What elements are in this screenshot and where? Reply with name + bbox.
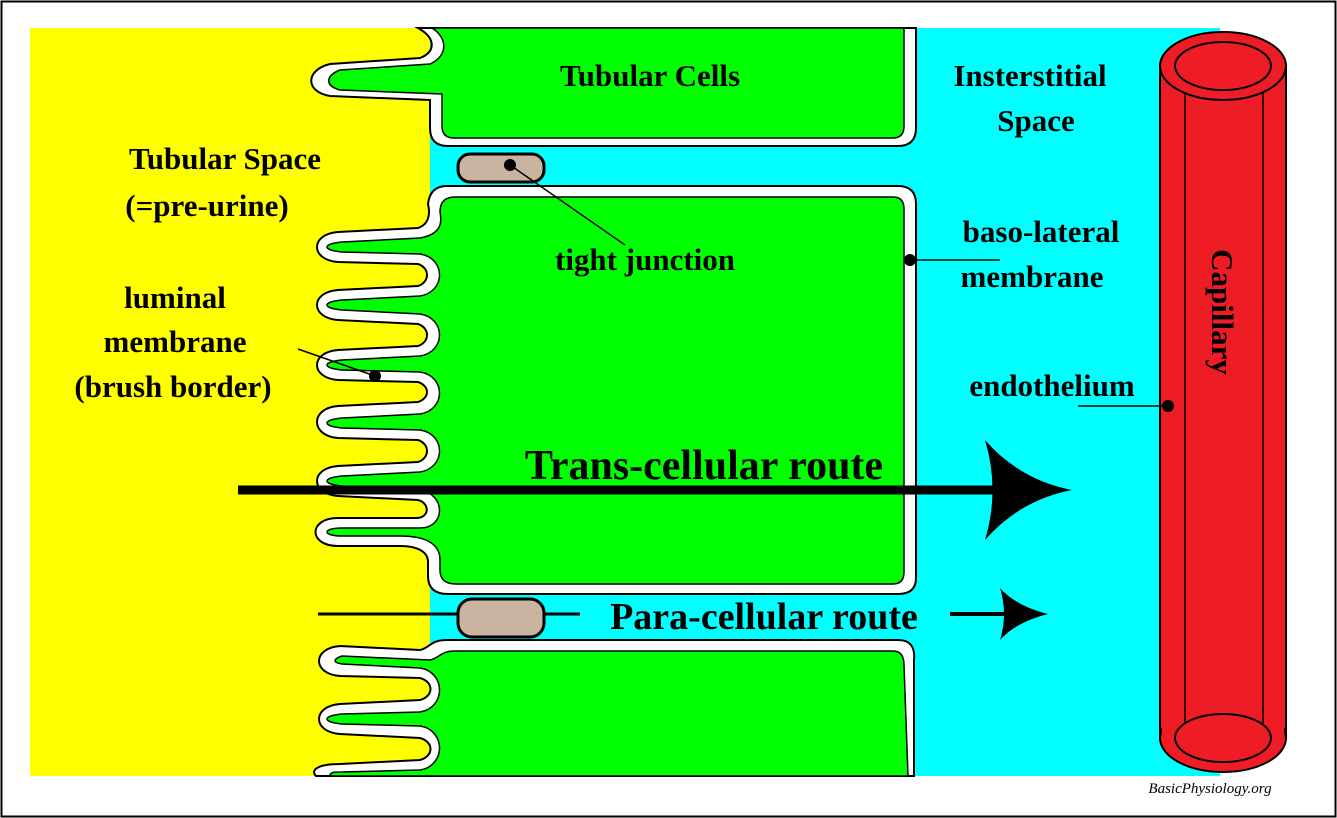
luminal-leader (297, 348, 376, 377)
tight-junction-top (456, 152, 546, 184)
capillary-vessel (1159, 31, 1287, 773)
trans-cellular-arrow (238, 440, 1072, 540)
tubular-space-label-2: (=pre-urine) (125, 188, 288, 223)
tubular-cell-bottom (313, 639, 916, 777)
tight-junction-bottom (456, 597, 546, 639)
luminal-label-2: membrane (104, 324, 247, 359)
tight-junction-label: tight junction (555, 242, 735, 277)
tight-junction-dot (504, 159, 516, 171)
tubular-space-label-1: Tubular Space (129, 141, 321, 176)
luminal-label-3: (brush border) (74, 369, 271, 404)
interstitial-label-2: Space (997, 103, 1075, 138)
basolateral-dot (904, 254, 916, 266)
luminal-label-1: luminal (124, 280, 226, 315)
endothelium-label: endothelium (969, 368, 1135, 403)
endothelium-dot (1162, 400, 1174, 412)
tight-junction-leader (509, 164, 626, 246)
tubular-cells-label: Tubular Cells (560, 58, 740, 93)
capillary-label: Capillary (1205, 249, 1240, 375)
tubular-cell-top (310, 27, 917, 147)
trans-cellular-route-label: Trans-cellular route (525, 443, 883, 489)
credit-label: BasicPhysiology.org (1148, 781, 1272, 797)
basolateral-label-1: baso-lateral (963, 214, 1120, 249)
para-cellular-route-label: Para-cellular route (610, 596, 918, 638)
para-cellular-arrow (318, 588, 1048, 640)
basolateral-label-2: membrane (961, 259, 1104, 294)
luminal-dot (369, 370, 381, 382)
interstitial-label-1: Insterstitial (953, 58, 1107, 93)
